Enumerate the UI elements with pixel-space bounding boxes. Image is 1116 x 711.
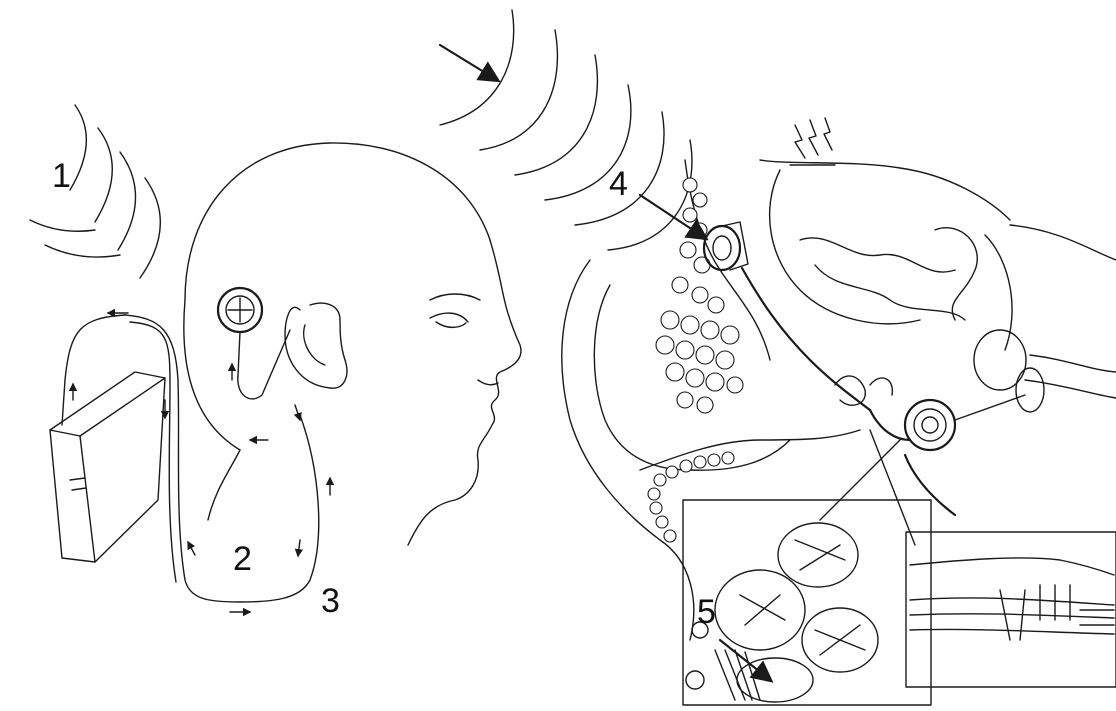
label-5: 5 [697,593,716,631]
signal-arrows-left [73,313,330,612]
label-1: 1 [52,157,71,195]
speech-processor-device [50,372,165,562]
cochlea-inset [683,500,931,705]
head-profile [184,143,521,545]
outer-ear-cross-section [562,260,860,640]
incoming-sound-arrow [440,45,497,80]
label-2: 2 [233,540,252,578]
processor-cable [62,315,319,602]
nerve-pointer-arrow [720,640,770,680]
skull-and-brain [685,160,1116,412]
electrical-signal-icon [790,118,835,165]
ear-and-coil [218,288,347,399]
label-3: 3 [321,582,340,620]
organ-of-corti-inset [906,532,1116,687]
sound-waves-left [30,105,160,278]
label-4: 4 [609,165,628,203]
cochlea-and-ossicles [820,376,1025,545]
